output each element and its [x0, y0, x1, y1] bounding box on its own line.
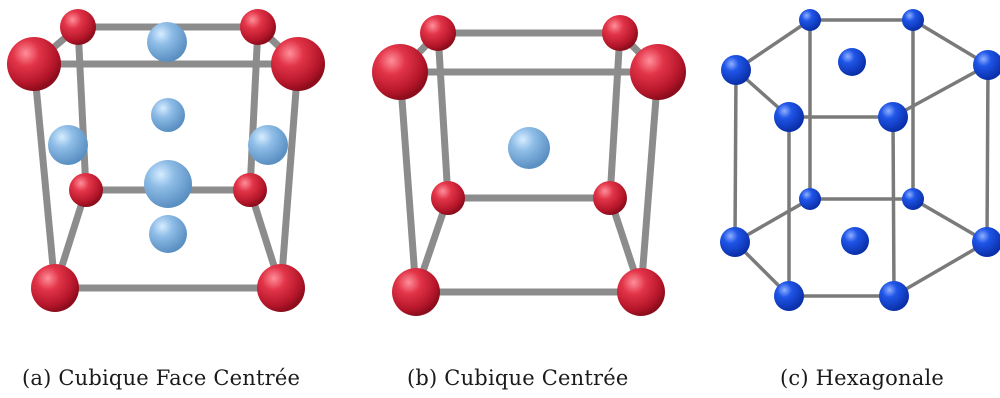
corner-atom	[431, 181, 465, 215]
face-center-atom	[149, 215, 187, 253]
bcc-structure-diagram	[372, 15, 686, 316]
corner-atom	[233, 173, 267, 207]
corner-atom	[392, 268, 440, 316]
corner-atom	[69, 173, 103, 207]
caption-fcc: (a) Cubique Face Centrée	[22, 366, 301, 390]
corner-atom	[7, 37, 61, 91]
corner-atom	[602, 15, 638, 51]
corner-atom	[240, 9, 276, 45]
corner-atom	[372, 44, 428, 100]
face-center-atom	[248, 125, 288, 165]
face-center-atom	[151, 98, 185, 132]
hex-atom	[774, 281, 804, 311]
caption-bcc: (b) Cubique Centrée	[407, 366, 629, 390]
panel-hexagonal	[700, 0, 1000, 330]
corner-atom	[420, 15, 456, 51]
hex-atom	[720, 227, 750, 257]
corner-atom	[31, 264, 79, 312]
face-center-atom	[147, 22, 187, 62]
corner-atom	[617, 268, 665, 316]
corner-atom	[630, 44, 686, 100]
hex-atom	[774, 102, 804, 132]
face-center-atom	[144, 160, 192, 208]
hex-atom	[878, 102, 908, 132]
hex-atom	[879, 281, 909, 311]
hex-atom	[973, 50, 1000, 80]
hexagonal-structure-diagram	[720, 9, 1000, 311]
corner-atom	[60, 9, 96, 45]
corner-atom	[271, 37, 325, 91]
hex-atom	[972, 227, 1000, 257]
panel-bcc	[360, 0, 700, 330]
caption-hexagonal: (c) Hexagonale	[780, 366, 945, 390]
panel-fcc	[0, 0, 340, 330]
corner-atom	[257, 264, 305, 312]
hex-atom	[902, 9, 924, 31]
hex-atom	[721, 55, 751, 85]
body-center-atom	[508, 127, 550, 169]
hex-center-atom	[838, 48, 866, 76]
hex-atom	[799, 9, 821, 31]
face-center-atom	[48, 125, 88, 165]
corner-atom	[593, 181, 627, 215]
hex-atom	[902, 188, 924, 210]
fcc-structure-diagram	[7, 9, 325, 312]
hex-center-atom	[841, 227, 869, 255]
hex-atom	[799, 188, 821, 210]
